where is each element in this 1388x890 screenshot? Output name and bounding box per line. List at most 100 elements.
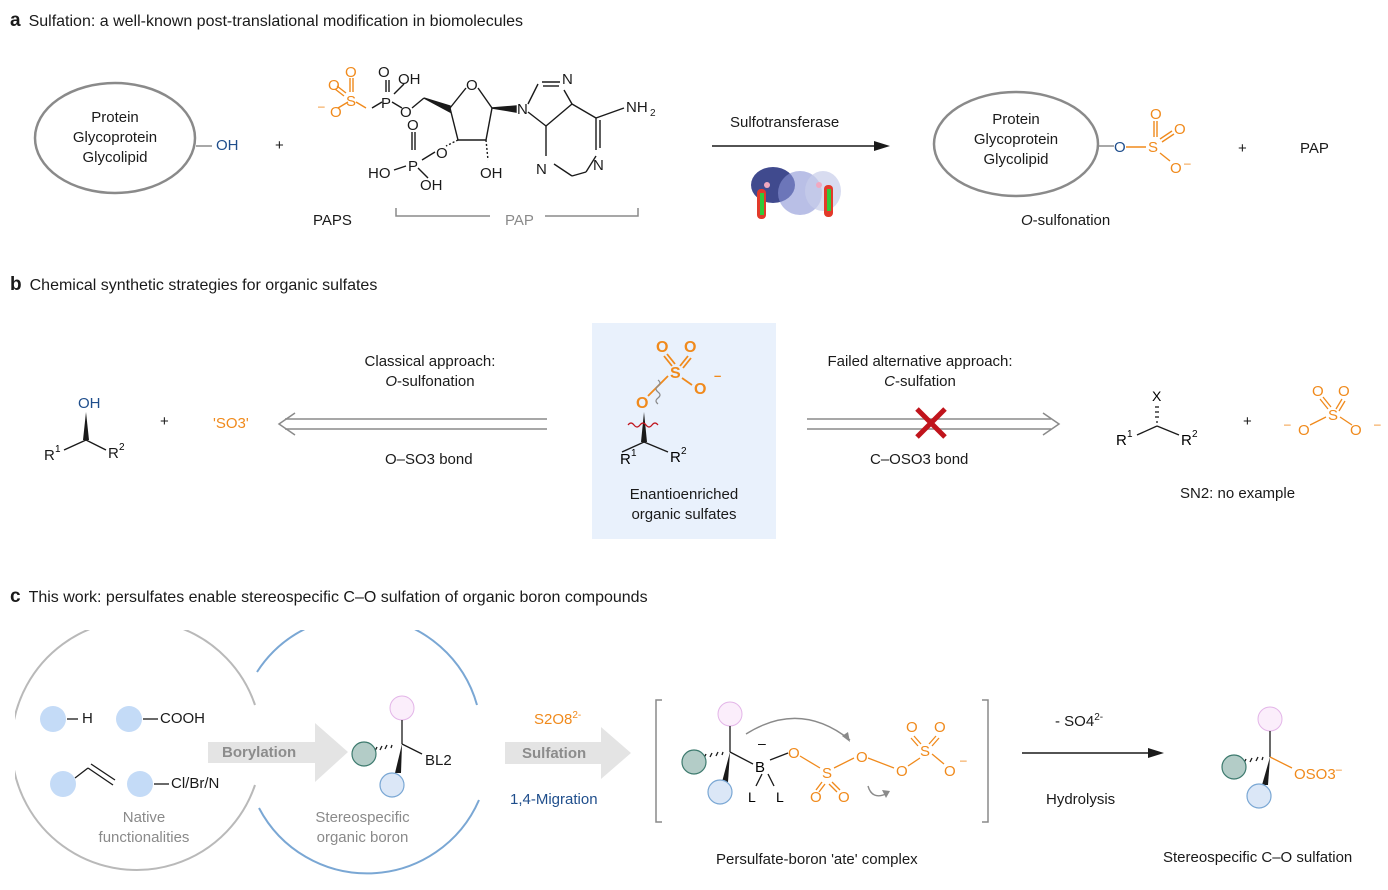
- svg-text:O: O: [1150, 106, 1162, 123]
- svg-text:S: S: [822, 765, 832, 782]
- svg-text:1: 1: [631, 448, 637, 459]
- svg-text:O: O: [1114, 139, 1126, 156]
- svg-text:2: 2: [650, 108, 656, 119]
- native-group-halide: Cl/Br/N: [171, 775, 220, 792]
- svg-text:R: R: [108, 445, 119, 462]
- panel-c-header: c This work: persulfates enable stereospe…: [10, 586, 648, 608]
- native-group-circle: [40, 706, 66, 732]
- panel-c-letter: c: [10, 586, 21, 607]
- svg-text:O: O: [466, 77, 478, 94]
- svg-text:B: B: [755, 759, 765, 776]
- failed-rest: -sulfation: [894, 373, 956, 390]
- o-sulfonation-caption: O-sulfonation: [1021, 212, 1110, 229]
- failed-cross-icon: [915, 407, 947, 439]
- svg-text:O: O: [1338, 383, 1350, 400]
- substrate-line: Glycoprotein: [72, 129, 158, 146]
- oso3-group: OSO3–: [1294, 764, 1342, 783]
- svg-text:O: O: [934, 719, 946, 736]
- bl2-text: BL2: [425, 752, 452, 769]
- product-ellipse: [932, 90, 1114, 198]
- borylation-arrow: [208, 723, 348, 782]
- svg-text:O: O: [636, 395, 648, 412]
- product-line: Glycolipid: [983, 151, 1049, 168]
- svg-text:S: S: [346, 93, 356, 110]
- panel-c-title: This work: persulfates enable stereospec…: [28, 589, 648, 606]
- substrate-line: Protein: [91, 109, 139, 126]
- boron-caption-line: organic boron: [316, 829, 409, 846]
- svg-text:L: L: [776, 789, 784, 805]
- svg-text:R: R: [620, 451, 631, 468]
- svg-text:O: O: [838, 789, 850, 806]
- svg-text:N: N: [593, 157, 604, 174]
- hydrolysis-label: Hydrolysis: [1046, 791, 1116, 808]
- o-so3-bond-label: O–SO3 bond: [385, 451, 473, 468]
- pap-bracket-label: PAP: [505, 212, 534, 229]
- svg-text:S: S: [1148, 139, 1158, 156]
- boron-circle: [256, 630, 480, 875]
- svg-text:O: O: [407, 117, 419, 134]
- classical-line1: Classical approach:: [364, 353, 496, 370]
- classical-italic: O: [385, 373, 398, 390]
- native-caption-line: functionalities: [98, 829, 190, 846]
- enzyme-structure-image: [745, 163, 845, 223]
- classical-approach-label: Classical approach: O-sulfonation: [330, 352, 530, 392]
- svg-text:R: R: [670, 449, 681, 466]
- svg-text:O: O: [944, 763, 956, 780]
- native-group-h: H: [82, 710, 93, 727]
- svg-text:O: O: [1350, 422, 1362, 439]
- reaction-arrow-c: [1022, 748, 1164, 758]
- failed-approach-label: Failed alternative approach: C-sulfation: [800, 352, 1040, 392]
- target-caption-line: organic sulfates: [631, 506, 737, 523]
- reaction-arrow-a: [712, 141, 890, 151]
- svg-text:N: N: [562, 71, 573, 88]
- plus-sign-product: +: [1238, 140, 1247, 157]
- svg-text:O: O: [1312, 383, 1324, 400]
- svg-text:O: O: [345, 64, 357, 81]
- svg-text:2: 2: [119, 442, 125, 453]
- migration-label: 1,4-Migration: [510, 791, 598, 808]
- svg-text:L: L: [748, 789, 756, 805]
- svg-text:O: O: [1298, 422, 1310, 439]
- sulfation-arrow: [505, 727, 631, 779]
- svg-text:OH: OH: [480, 165, 503, 182]
- byproduct-text: - SO4: [1055, 713, 1095, 730]
- svg-text:O: O: [436, 145, 448, 162]
- pap-bracket: [395, 208, 639, 217]
- failed-line2: C-sulfation: [800, 372, 1040, 392]
- svg-text:X: X: [1152, 388, 1162, 404]
- sulfate-product-structure: [1221, 706, 1293, 809]
- sulfation-label: Sulfation: [522, 745, 587, 762]
- failed-line1: Failed alternative approach:: [827, 353, 1013, 370]
- hydroxyl-group: OH: [216, 137, 239, 154]
- svg-text:–: –: [714, 368, 721, 383]
- sn2-caption: SN2: no example: [1180, 485, 1296, 502]
- paps-label: PAPS: [313, 212, 352, 229]
- ate-complex-caption: Persulfate-boron 'ate' complex: [716, 851, 918, 868]
- svg-text:S: S: [920, 743, 930, 760]
- svg-text:O: O: [694, 381, 706, 398]
- sulfate-byproduct: - SO42-: [1055, 712, 1103, 730]
- product-label: Protein Glycoprotein Glycolipid: [956, 110, 1076, 170]
- right-bracket: [982, 699, 989, 823]
- sulfotransferase-label: Sulfotransferase: [730, 114, 840, 131]
- product-line: Glycoprotein: [973, 131, 1059, 148]
- svg-text:O: O: [896, 763, 908, 780]
- svg-text:–: –: [960, 753, 967, 767]
- left-bracket: [655, 699, 662, 823]
- plus-sign-b-right: +: [1243, 413, 1252, 430]
- svg-text:R: R: [44, 447, 55, 464]
- svg-text:N: N: [536, 161, 547, 178]
- panel-b-letter: b: [10, 274, 22, 295]
- oso3-charge: –: [1335, 764, 1342, 776]
- svg-text:N: N: [517, 101, 528, 118]
- persulfate-reagent: S2O82-: [534, 710, 581, 728]
- svg-text:O: O: [378, 64, 390, 81]
- svg-text:–: –: [318, 99, 325, 113]
- target-caption: Enantioenriched organic sulfates: [592, 485, 776, 525]
- svg-text:R: R: [1116, 432, 1127, 449]
- svg-text:P: P: [408, 158, 418, 175]
